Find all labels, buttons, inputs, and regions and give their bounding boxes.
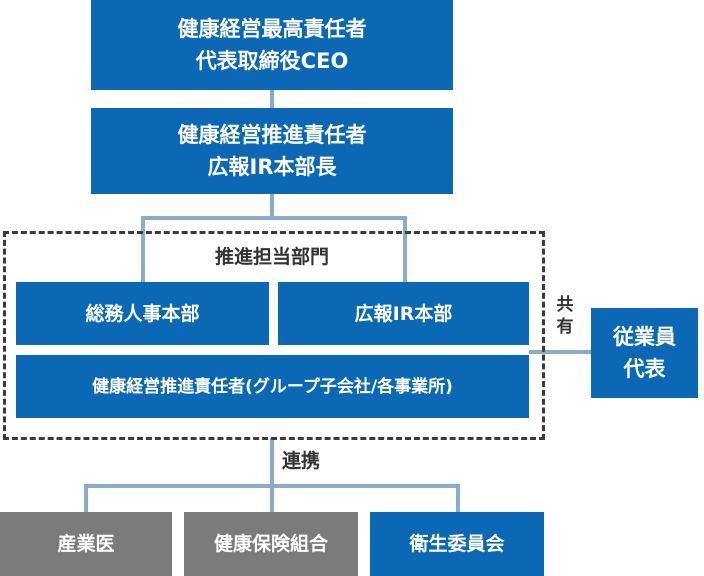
share-label-line2: 有	[556, 317, 574, 337]
group-managers-label: 健康経営推進責任者(グループ子会社/各事業所)	[92, 376, 453, 397]
employee-line1: 従業員	[613, 325, 676, 349]
pr-ir-label: 広報IR本部	[354, 302, 453, 325]
promo-lead-line1: 健康経営推進責任者	[177, 123, 367, 147]
promo-dept-frame	[3, 231, 545, 440]
ceo-box: 健康経営最高責任者 代表取締役CEO	[91, 0, 453, 90]
connector-promo-dept	[270, 194, 274, 218]
safety-committee-box: 衛生委員会	[370, 512, 544, 576]
connector-branch-right	[403, 216, 407, 282]
health-insurance-label: 健康保険組合	[213, 533, 328, 555]
occupational-physician-label: 産業医	[57, 533, 115, 555]
general-affairs-box: 総務人事本部	[16, 282, 269, 345]
connector-ceo-promo	[270, 90, 274, 108]
connector-partner-mid	[270, 484, 274, 512]
general-affairs-label: 総務人事本部	[85, 302, 200, 325]
health-insurance-box: 健康保険組合	[184, 512, 358, 576]
ceo-box-line1: 健康経営最高責任者	[177, 17, 367, 41]
employee-line2: 代表	[623, 357, 666, 381]
promo-lead-box: 健康経営推進責任者 広報IR本部長	[91, 108, 453, 194]
ceo-box-line2: 代表取締役CEO	[195, 49, 349, 73]
connector-cooperation-down	[270, 438, 274, 488]
cooperation-label: 連携	[282, 450, 321, 472]
connector-branch-left	[141, 216, 145, 282]
connector-share	[529, 350, 591, 354]
promo-lead-line2: 広報IR本部長	[207, 155, 337, 179]
occupational-physician-box: 産業医	[0, 512, 172, 576]
connector-partner-right	[456, 484, 460, 512]
share-label-line1: 共	[556, 295, 574, 315]
safety-committee-label: 衛生委員会	[409, 533, 505, 555]
connector-dept-branch	[141, 216, 407, 220]
connector-partner-left	[84, 484, 88, 512]
pr-ir-box: 広報IR本部	[278, 282, 529, 345]
group-managers-box: 健康経営推進責任者(グループ子会社/各事業所)	[16, 355, 529, 418]
promo-dept-label: 推進担当部門	[172, 244, 372, 270]
share-label: 共 有	[552, 294, 578, 338]
employee-box: 従業員 代表	[591, 308, 698, 398]
